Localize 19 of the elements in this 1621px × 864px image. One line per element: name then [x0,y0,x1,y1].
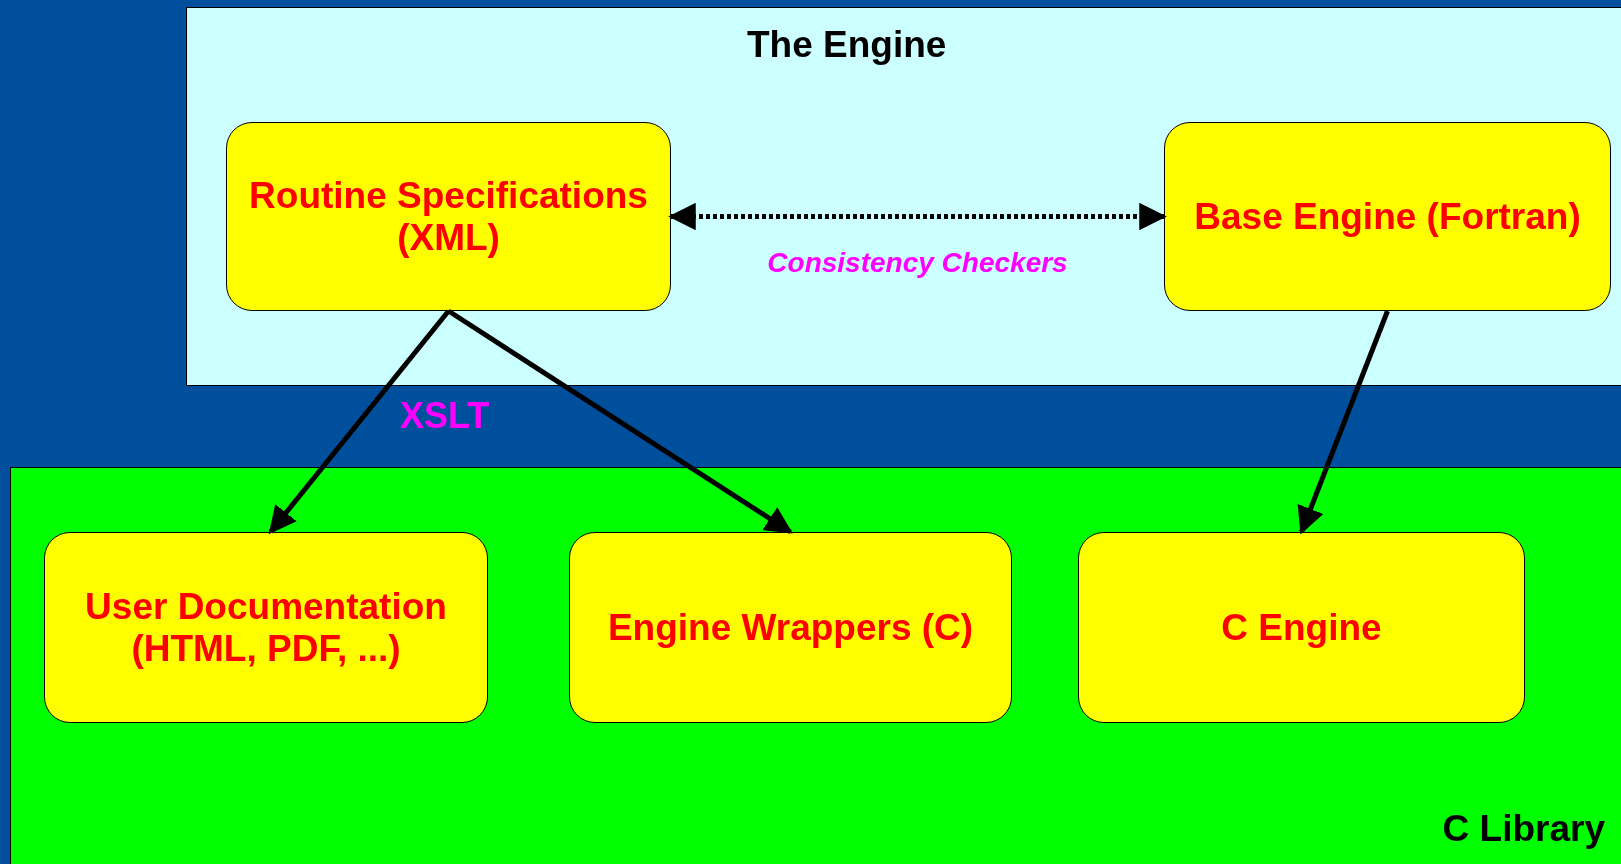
arrow [1297,310,1390,535]
process-box [226,122,671,311]
group-panel [186,7,1621,386]
group-panel [10,467,1621,864]
process-box [569,532,1012,723]
panel-title: C Library [1442,808,1605,850]
arrow [268,309,451,535]
process-box [44,532,488,723]
process-box [1078,532,1525,723]
dotted-arrow [668,202,1167,231]
annotation-label: XSLT [400,395,490,437]
box-label: User Documentation (HTML, PDF, ...) [84,585,448,670]
arrow [447,308,793,535]
box-label: C Engine [1220,606,1383,649]
box-label: Routine Specifications (XML) [248,174,649,259]
panel-title: The Engine [747,24,947,66]
process-box [1164,122,1611,311]
box-label: Base Engine (Fortran) [1193,195,1582,238]
box-label: Engine Wrappers (C) [606,606,975,649]
